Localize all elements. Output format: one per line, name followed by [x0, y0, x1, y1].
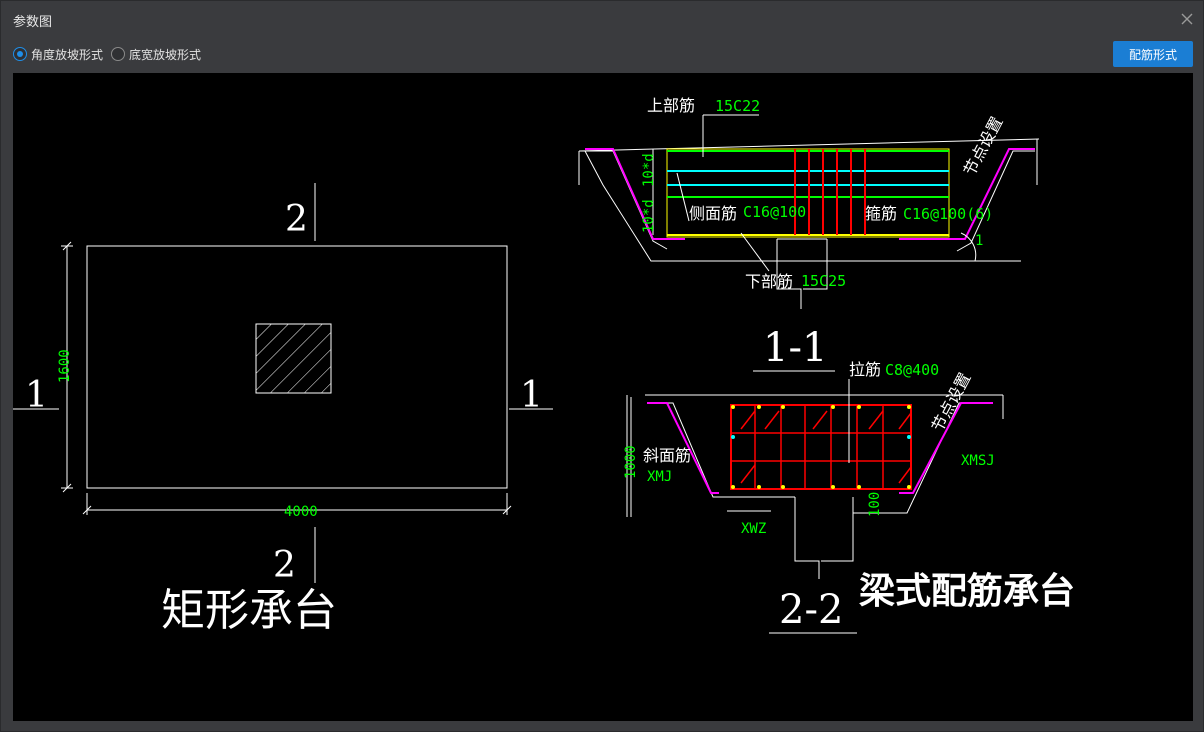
- top-bar-value: 15C22: [715, 97, 760, 115]
- section-mark-top: 2: [285, 199, 308, 240]
- radio-angle-slope[interactable]: 角度放坡形式: [13, 46, 103, 63]
- tie-label: 拉筋: [849, 360, 881, 379]
- section-mark-left: 1: [25, 375, 48, 416]
- dim-height-2: 1000: [623, 445, 639, 479]
- side-bar-value: C16@100: [743, 203, 806, 221]
- dim-width-text: 4000: [284, 504, 318, 520]
- section-2-2-title: 2-2: [779, 587, 843, 633]
- beam-cap-caption: 梁式配筋承台: [859, 570, 1075, 612]
- dim-left-lower: 10*d: [641, 199, 657, 233]
- title-bar: 参数图: [1, 1, 1204, 37]
- window-title: 参数图: [13, 15, 53, 30]
- slope-bar-right: [899, 148, 1035, 240]
- cage-grid: [730, 404, 912, 490]
- rect-cap-caption: 矩形承台: [161, 585, 337, 636]
- column-hatch: [255, 323, 332, 394]
- slope-bar-left: [585, 148, 685, 240]
- bottom-bar-value: 15C25: [801, 272, 846, 290]
- xwz-label: XWZ: [741, 521, 766, 537]
- radio-unchecked-icon[interactable]: [111, 47, 126, 61]
- xmj-label: XMJ: [647, 469, 672, 485]
- section-1-1-title: 1-1: [763, 325, 827, 371]
- close-icon[interactable]: [1177, 9, 1197, 29]
- bottom-bar-label: 下部筋: [745, 272, 793, 291]
- top-bar-label: 上部筋: [647, 96, 695, 115]
- radio-angle-label: 角度放坡形式: [31, 47, 104, 62]
- stirrup-label: 箍筋: [865, 204, 897, 223]
- section-2-2: 1000 100 XWZ 拉筋 C8@400 斜面筋 XMJ XMSJ 节点设置…: [623, 360, 1075, 634]
- section-mark-right: 1: [520, 375, 543, 416]
- config-rebar-button[interactable]: 配筋形式: [1113, 41, 1193, 67]
- rect-cap-plan: 2 2 1 1 1600 4000 矩形承台: [13, 183, 553, 636]
- slope-ratio: 1: [975, 233, 983, 249]
- dim-left-upper: 10*d: [641, 153, 657, 187]
- section-1-1: 10*d 10*d 上部筋 15C22 侧面筋 C16@100 箍筋 C16@1…: [578, 96, 1040, 372]
- slope-bar-right-2: [899, 402, 993, 494]
- dim-bottom-2: 100: [867, 492, 883, 517]
- stirrup-value: C16@100(6): [903, 205, 993, 223]
- slope-bar-left-2: [647, 402, 719, 494]
- slope-bar-label: 斜面筋: [643, 446, 691, 465]
- radio-width-slope[interactable]: 底宽放坡形式: [111, 46, 201, 63]
- radio-checked-icon[interactable]: [13, 47, 27, 61]
- section-mark-bottom: 2: [273, 545, 296, 586]
- cap-outline: [86, 245, 508, 489]
- side-bar-label: 侧面筋: [689, 204, 737, 223]
- slope-mode-options: 角度放坡形式 底宽放坡形式: [13, 43, 201, 65]
- tie-value: C8@400: [885, 361, 939, 379]
- dim-height-text: 1600: [57, 349, 73, 383]
- drawing-canvas: 2 2 1 1 1600 4000 矩形承台: [13, 73, 1193, 721]
- cad-drawing: 2 2 1 1 1600 4000 矩形承台: [13, 96, 1075, 636]
- radio-width-label: 底宽放坡形式: [129, 47, 202, 62]
- xmsj-label: XMSJ: [961, 453, 995, 469]
- stirrup-lines: [794, 149, 866, 235]
